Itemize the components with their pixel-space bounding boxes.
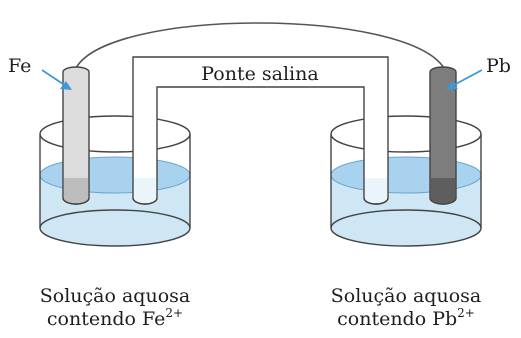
left-caption-line2: contendo Fe2+	[47, 306, 183, 330]
left-caption: Solução aquosa contendo Fe2+	[40, 285, 190, 330]
right-caption: Solução aquosa contendo Pb2+	[331, 285, 481, 330]
pb-pointer-arrow	[446, 69, 483, 90]
left-caption-line2-text: contendo Fe	[47, 308, 165, 330]
left-caption-line1: Solução aquosa	[40, 285, 190, 307]
external-wire	[75, 22, 445, 69]
right-caption-superscript: 2+	[457, 306, 475, 320]
left-caption-superscript: 2+	[165, 306, 183, 320]
right-caption-line2-text: contendo Pb	[337, 308, 457, 330]
left-beaker-rim	[39, 115, 191, 153]
right-caption-line1: Solução aquosa	[331, 285, 481, 307]
right-beaker-rim	[330, 115, 482, 153]
right-beaker	[330, 115, 482, 247]
fe-label: Fe	[8, 55, 31, 77]
salt-bridge	[132, 56, 389, 205]
pb-label: Pb	[486, 55, 511, 77]
pb-electrode	[429, 66, 457, 205]
fe-pointer-arrow	[41, 69, 72, 90]
right-caption-line2: contendo Pb2+	[337, 306, 475, 330]
fe-electrode	[62, 66, 90, 205]
salt-bridge-label: Ponte salina	[201, 63, 318, 85]
right-solution-surface	[330, 156, 482, 194]
